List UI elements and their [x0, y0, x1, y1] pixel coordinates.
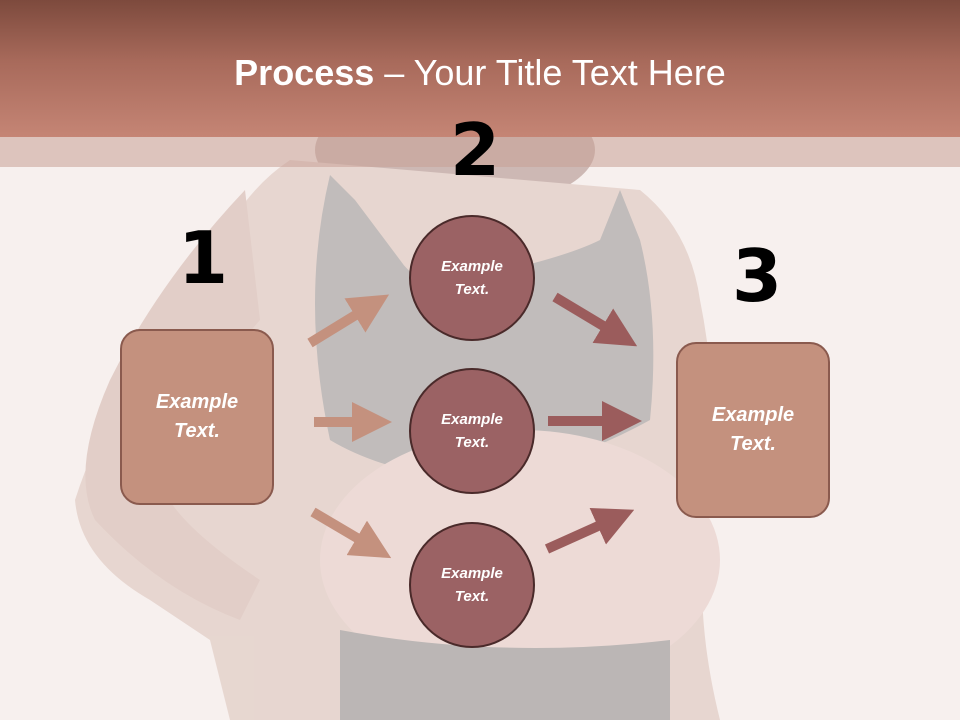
circle-3[interactable]: Example Text. — [409, 522, 535, 648]
arrow-circle3-to-box3 — [544, 507, 635, 554]
arrow-circle1-to-box3 — [552, 292, 638, 347]
circle-1[interactable]: Example Text. — [409, 215, 535, 341]
header-accent-band — [0, 137, 960, 167]
circle-2-text: Example Text. — [441, 411, 503, 451]
arrow-box1-to-circle1 — [307, 294, 390, 348]
title-bold: Process — [234, 52, 375, 93]
step-box-1[interactable]: Example Text. — [120, 329, 274, 505]
circle-1-text: Example Text. — [441, 258, 503, 298]
step-number-2: 2 — [450, 108, 501, 192]
circle-3-text: Example Text. — [441, 565, 503, 605]
step-box-1-text: Example Text. — [155, 391, 239, 442]
step-number-3: 3 — [732, 234, 783, 318]
title-rest: – Your Title Text Here — [374, 52, 726, 93]
slide-title: Process – Your Title Text Here — [0, 52, 960, 94]
title-header-bar — [0, 0, 960, 137]
step-box-3[interactable]: Example Text. — [676, 342, 830, 518]
step-number-1: 1 — [178, 216, 229, 300]
arrow-box1-to-circle3 — [310, 507, 392, 559]
circle-2[interactable]: Example Text. — [409, 368, 535, 494]
step-box-3-text: Example Text. — [711, 404, 795, 455]
